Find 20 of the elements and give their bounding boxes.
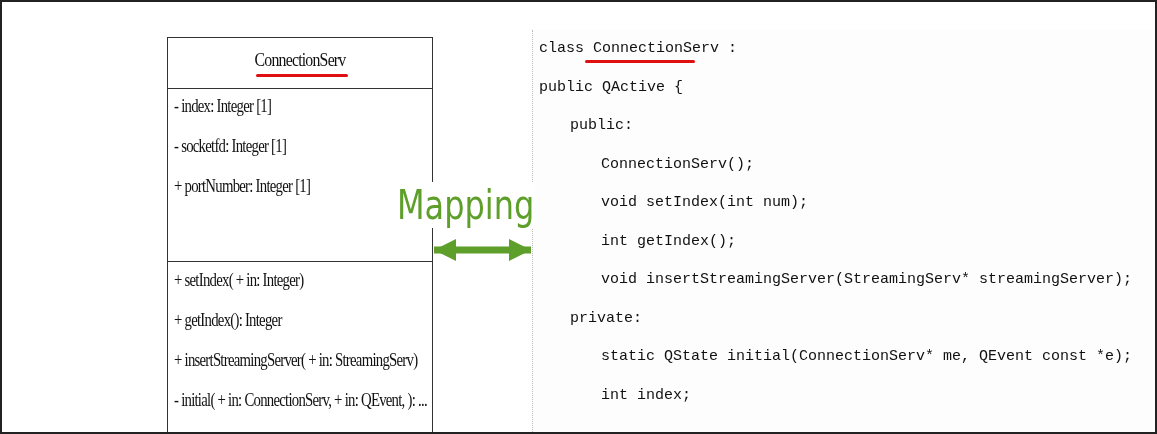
code-line: public QActive {	[539, 78, 684, 96]
attribute-text: + portNumber: Integer [1]	[174, 176, 311, 197]
code-line: void insertStreamingServer(StreamingServ* streamingServer);	[601, 271, 1133, 288]
operation-text: + insertStreamingServer( + in: StreamingServ)	[174, 350, 418, 371]
edge-label: Mapping	[397, 182, 535, 228]
code-line: int getIndex();	[601, 232, 737, 250]
attribute-text: - index: Integer [1]	[174, 96, 272, 117]
code-line: static QState initial(ConnectionServ* me, QEvent const *e);	[601, 348, 1133, 365]
operation-text: + getIndex(): Integer	[174, 310, 282, 331]
code-line: ConnectionServ();	[601, 155, 755, 173]
code-line: public:	[570, 117, 633, 134]
class-name: ConnectionServ	[254, 50, 346, 71]
attribute-text: - socketfd: Integer [1]	[174, 136, 287, 157]
operation-text: + setIndex( + in: Integer)	[174, 270, 304, 291]
code-line: private:	[570, 309, 642, 327]
code-line: int index;	[601, 386, 691, 404]
operation-text: - initial( + in: ConnectionServ, + in: QEvent, ): ...	[174, 390, 427, 411]
code-line: void setIndex(int num);	[601, 194, 809, 211]
double-arrow	[434, 238, 531, 262]
code-line: class ConnectionServ :	[539, 40, 738, 57]
